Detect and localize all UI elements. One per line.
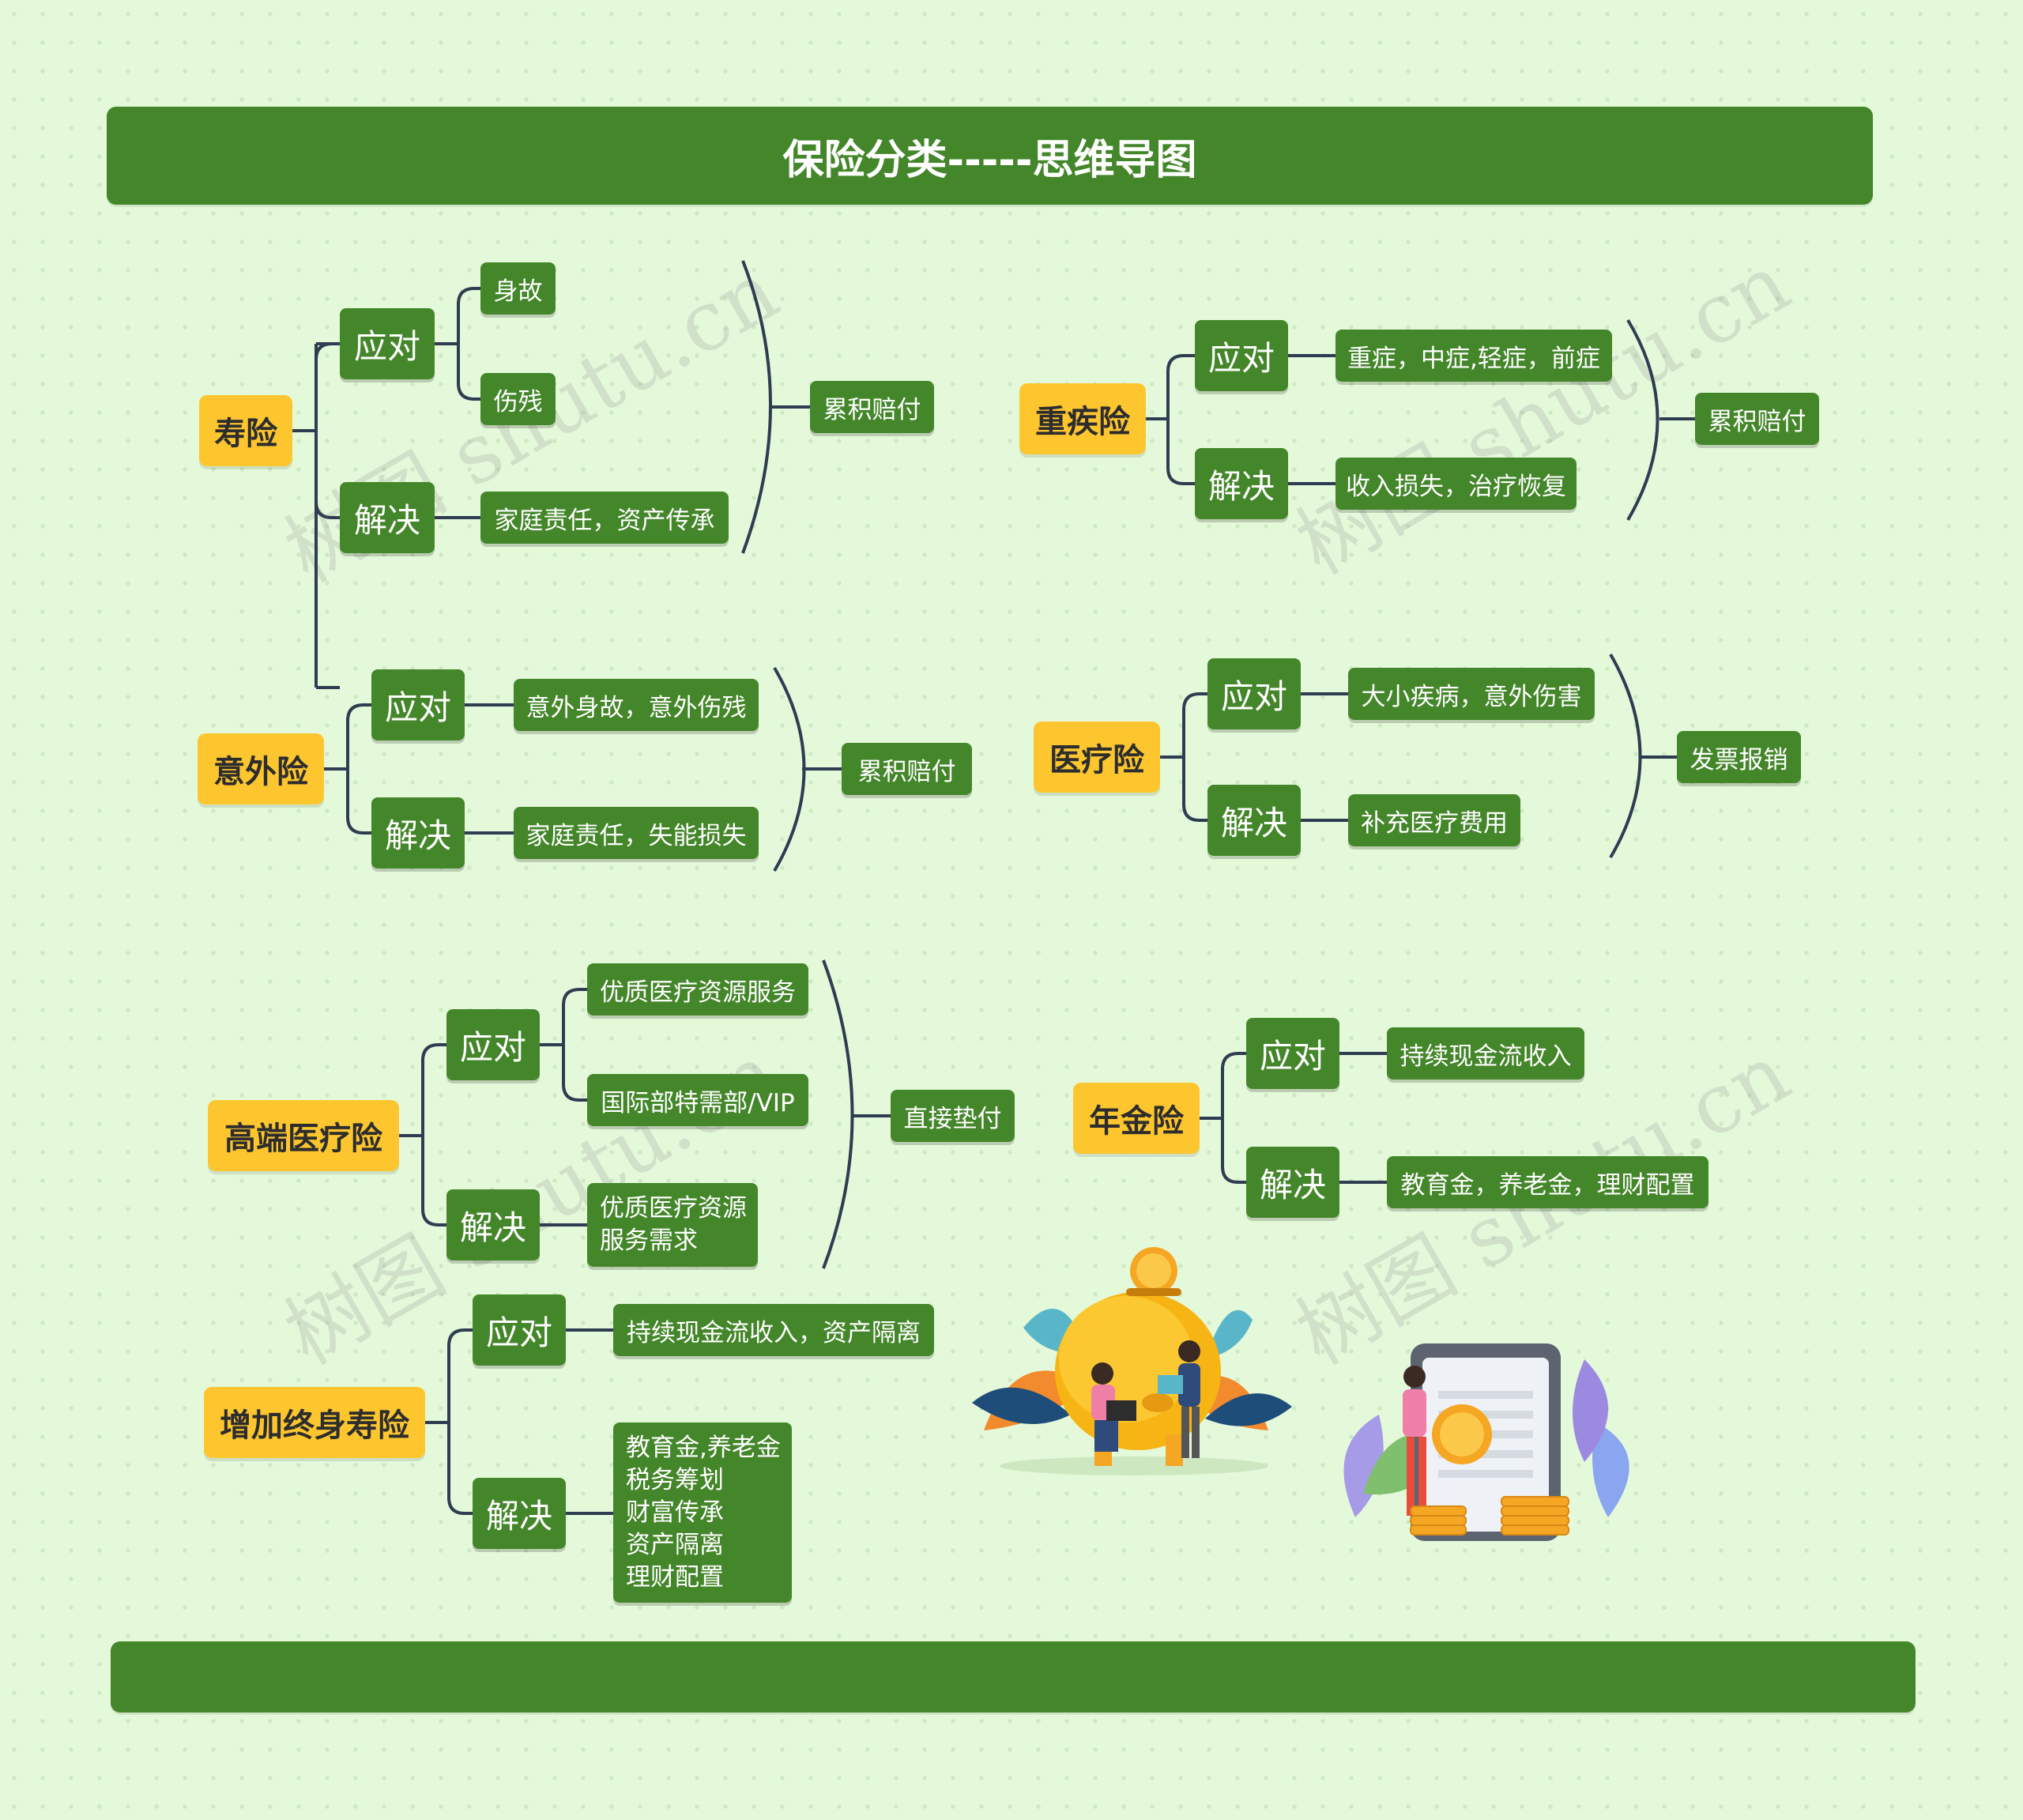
footer-banner: [111, 1641, 1916, 1713]
solve-node[interactable]: 解决: [371, 797, 465, 869]
solve-node[interactable]: 解决: [446, 1189, 540, 1260]
solve-item[interactable]: 家庭责任，资产传承: [480, 492, 729, 544]
respond-node[interactable]: 应对: [1207, 658, 1301, 729]
solve-node[interactable]: 解决: [473, 1478, 566, 1549]
root-node-yiliaoxian[interactable]: 医疗险: [1034, 722, 1160, 793]
respond-node[interactable]: 应对: [1195, 320, 1288, 391]
respond-item[interactable]: 优质医疗资源服务: [587, 963, 808, 1016]
summary-node[interactable]: 累积赔付: [810, 381, 934, 433]
solve-node[interactable]: 解决: [1207, 785, 1301, 856]
summary-node[interactable]: 发票报销: [1677, 731, 1801, 783]
respond-node[interactable]: 应对: [371, 669, 465, 740]
root-node-yiwaixian[interactable]: 意外险: [198, 733, 324, 804]
respond-node[interactable]: 应对: [473, 1294, 566, 1366]
solve-item[interactable]: 教育金,养老金 税务筹划 财富传承 资产隔离 理财配置: [613, 1422, 792, 1603]
root-node-shouxian[interactable]: 寿险: [199, 395, 292, 466]
respond-node[interactable]: 应对: [1246, 1018, 1339, 1089]
summary-node[interactable]: 累积赔付: [842, 743, 972, 795]
respond-item[interactable]: 身故: [480, 262, 556, 315]
solve-item[interactable]: 补充医疗费用: [1348, 794, 1520, 846]
title-banner: 保险分类-----思维导图: [107, 107, 1873, 205]
respond-node[interactable]: 应对: [340, 308, 435, 379]
respond-item[interactable]: 伤残: [480, 373, 556, 425]
solve-item-line: 优质医疗资源: [600, 1194, 747, 1223]
respond-item[interactable]: 大小疾病，意外伤害: [1348, 668, 1595, 720]
solve-item-line: 教育金,养老金: [626, 1433, 781, 1462]
solve-node[interactable]: 解决: [1195, 448, 1288, 519]
solve-item-line: 税务筹划: [626, 1465, 724, 1494]
respond-node[interactable]: 应对: [446, 1009, 540, 1080]
root-node-gaoduan[interactable]: 高端医疗险: [208, 1100, 399, 1171]
solve-node[interactable]: 解决: [340, 482, 435, 553]
solve-item-line: 资产隔离: [626, 1530, 724, 1559]
phone-coins-illustration: [1343, 1343, 1629, 1541]
root-node-zengjia[interactable]: 增加终身寿险: [204, 1387, 425, 1458]
respond-item[interactable]: 持续现金流收入，资产隔离: [613, 1304, 934, 1356]
solve-item[interactable]: 家庭责任，失能损失: [514, 807, 759, 859]
solve-node[interactable]: 解决: [1246, 1147, 1339, 1218]
solve-item[interactable]: 优质医疗资源 服务需求: [587, 1183, 758, 1267]
respond-item[interactable]: 持续现金流收入: [1387, 1027, 1584, 1080]
root-node-zhongjixian[interactable]: 重疾险: [1019, 383, 1146, 454]
solve-item[interactable]: 教育金，养老金，理财配置: [1387, 1156, 1708, 1208]
solve-item-line: 理财配置: [626, 1562, 724, 1592]
solve-item-line: 财富传承: [626, 1498, 724, 1527]
summary-node[interactable]: 直接垫付: [891, 1090, 1015, 1142]
page-title: 保险分类-----思维导图: [782, 136, 1197, 184]
solve-item-line: 服务需求: [600, 1227, 698, 1255]
respond-item[interactable]: 重症，中症,轻症，前症: [1335, 330, 1612, 382]
solve-item[interactable]: 收入损失，治疗恢复: [1335, 458, 1577, 510]
root-node-nianjin[interactable]: 年金险: [1073, 1083, 1200, 1154]
respond-item[interactable]: 国际部特需部/VIP: [587, 1074, 808, 1126]
respond-item[interactable]: 意外身故，意外伤残: [514, 679, 759, 731]
summary-node[interactable]: 累积赔付: [1695, 393, 1819, 445]
piggy-bank-illustration: [972, 1247, 1292, 1475]
